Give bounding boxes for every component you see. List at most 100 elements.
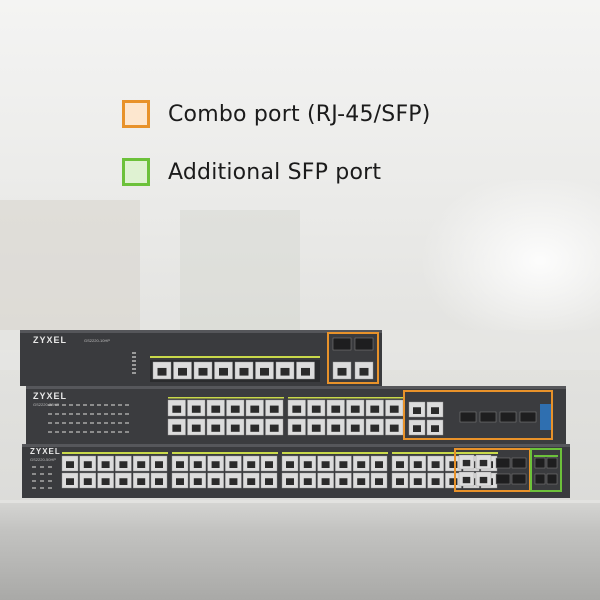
port-socket [413,407,421,414]
port-socket [83,461,92,468]
switch-top-brand: ZYXEL [33,335,68,345]
sfp-slot [511,457,527,469]
port-socket [119,461,128,468]
status-led [132,364,136,366]
status-led [97,431,101,433]
port-socket [269,405,279,413]
port-socket [172,405,182,413]
port-socket [396,478,404,485]
legend-combo-port: Combo port (RJ-45/SFP) [122,100,431,128]
poe-strip [150,356,320,358]
port-socket [337,367,347,376]
port-socket [462,476,471,484]
port-socket [350,405,360,413]
port-socket [137,461,146,468]
sfp-slot [495,457,511,469]
port-socket [247,461,256,468]
legend-label-sfp: Additional SFP port [168,159,382,185]
port-socket [479,476,488,484]
sfp-slot [511,473,527,485]
status-led [111,413,115,415]
status-led [76,422,80,424]
status-led [76,404,80,406]
poe-strip [168,397,284,399]
port-socket [370,424,380,432]
status-led [118,413,122,415]
port-socket [413,478,422,485]
port-socket [413,425,421,432]
status-led [48,413,52,415]
status-led [69,404,73,406]
switch-bottom [22,444,570,498]
port-socket [265,461,273,468]
port-socket [357,478,366,485]
status-led [111,422,115,424]
switch-middle-model: GS2220-28HP [33,402,60,407]
port-socket [292,405,302,413]
port-socket [350,424,360,432]
status-led [32,466,36,468]
poe-strip [172,452,278,454]
status-led [48,422,52,424]
console-port [540,404,552,430]
port-socket [357,461,366,468]
status-led [104,431,108,433]
status-led [40,487,44,489]
status-led [97,404,101,406]
sfp-slot [354,337,374,351]
sfp-slot [332,337,352,351]
port-socket [198,367,208,376]
port-socket [101,478,110,485]
sfp-slot [479,411,497,423]
status-led [69,413,73,415]
port-socket [375,461,383,468]
switch-top [20,330,382,386]
status-led [83,404,87,406]
poe-strip [288,397,404,399]
switch-bottom-brand: ZYXEL [30,447,61,456]
port-socket [286,478,294,485]
port-socket [265,478,273,485]
port-socket [303,478,312,485]
port-socket [286,461,294,468]
port-socket [375,478,383,485]
status-led [104,404,108,406]
sfp-slot [546,473,558,485]
port-socket [339,478,348,485]
legend-label-combo: Combo port (RJ-45/SFP) [168,101,431,127]
port-socket [370,405,380,413]
status-led [76,431,80,433]
status-led [97,422,101,424]
port-socket [269,424,279,432]
legend-swatch-green [122,158,150,186]
port-socket [449,478,458,485]
sfp-slot [546,457,558,469]
status-led [90,431,94,433]
port-socket [176,478,184,485]
port-socket [449,461,458,468]
status-led [32,473,36,475]
port-socket [239,367,249,376]
port-socket [211,405,221,413]
legend-swatch-orange [122,100,150,128]
status-led [125,422,129,424]
status-led [125,413,129,415]
port-socket [155,478,163,485]
port-socket [230,424,240,432]
port-socket [219,367,228,376]
port-socket [303,461,312,468]
port-socket [157,367,167,376]
status-led [48,480,52,482]
port-socket [191,405,201,413]
switch-middle [26,386,566,444]
port-socket [280,367,290,376]
legend-sfp-port: Additional SFP port [122,158,381,186]
port-socket [250,405,260,413]
port-socket [193,461,202,468]
port-socket [462,459,471,467]
status-led [55,404,59,406]
port-socket [119,478,128,485]
status-led [83,422,87,424]
port-socket [396,461,404,468]
port-socket [229,478,238,485]
